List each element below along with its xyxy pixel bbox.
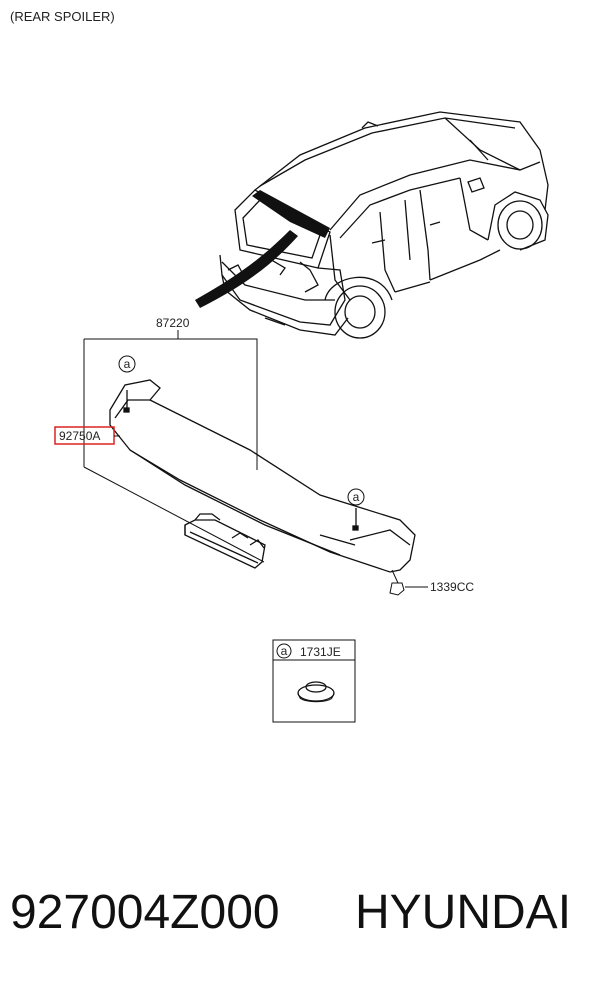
section-title: (REAR SPOILER) (10, 9, 115, 24)
legend-box (272, 639, 356, 723)
spoiler-on-vehicle (252, 190, 330, 238)
ref-marker-a-right: a (347, 488, 365, 506)
ref-marker-a-left: a (118, 355, 136, 373)
ref-a-label: a (124, 357, 131, 371)
stop-lamp-part (184, 513, 266, 569)
ref-a-label: a (353, 490, 360, 504)
callout-1339cc: 1339CC (430, 580, 474, 594)
legend-part-number: 1731JE (300, 645, 341, 659)
vehicle-illustration (219, 111, 549, 339)
spoiler-part (109, 379, 416, 573)
part-number: 927004Z000 (10, 886, 280, 939)
assembly-bracket (83, 330, 265, 563)
clip-part (389, 569, 428, 596)
callout-87220: 87220 (156, 316, 190, 330)
brand-name: HYUNDAI (355, 886, 571, 939)
callout-92750a-label: 92750A (59, 429, 100, 443)
callout-92750a[interactable]: 92750A (54, 426, 115, 445)
legend-ref-a: a (281, 644, 288, 658)
pointer-arrow (195, 230, 298, 308)
